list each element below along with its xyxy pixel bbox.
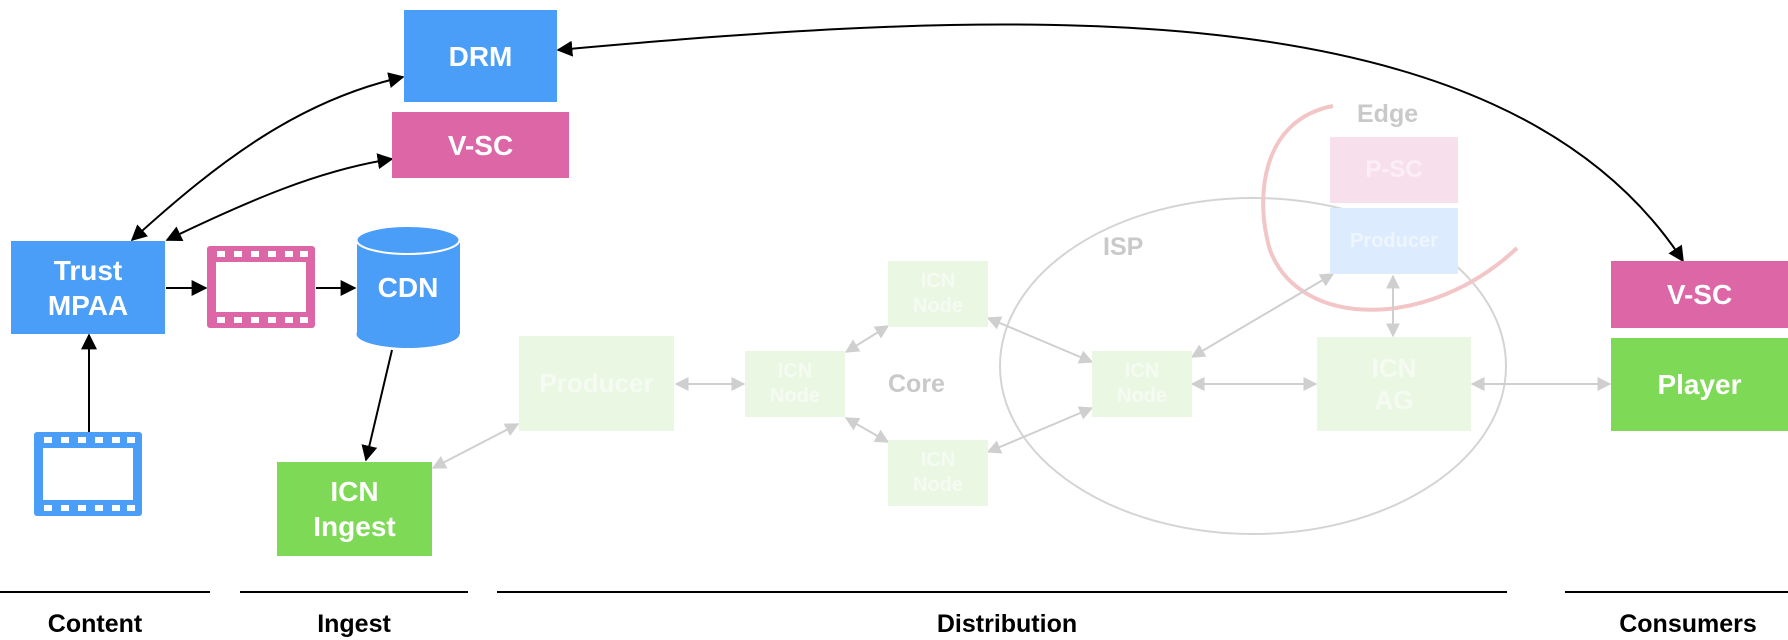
arrow-trust-vsc — [165, 153, 394, 241]
psc-faint-box: P-SC — [1330, 137, 1458, 203]
icn-node-top-box: ICN Node — [888, 261, 988, 327]
arrow-top-isp — [986, 316, 1094, 364]
icn-node-isp-label: ICN Node — [1117, 360, 1167, 407]
arrow-cdn-ingest — [361, 349, 393, 462]
arrow-trust-drm — [130, 72, 405, 242]
producer-edge-faint-box: Producer — [1330, 208, 1458, 274]
vsc-consumer-box[interactable]: V-SC — [1611, 261, 1788, 328]
icn-node-left-box: ICN Node — [745, 351, 845, 417]
psc-faint-label: P-SC — [1365, 156, 1423, 183]
player-label: Player — [1657, 369, 1742, 400]
drm-box[interactable]: DRM — [404, 10, 557, 102]
icn-ingest-label: ICN Ingest — [313, 476, 396, 542]
icn-node-bottom-label: ICN Node — [913, 449, 963, 496]
drm-label: DRM — [448, 40, 513, 72]
icn-node-bottom-box: ICN Node — [888, 440, 988, 506]
edge-label: Edge — [1357, 100, 1419, 128]
core-label: Core — [888, 370, 945, 398]
player-box[interactable]: Player — [1611, 338, 1788, 431]
section-line-distribution — [497, 591, 1507, 593]
section-label-content: Content — [47, 610, 143, 638]
arrow-icnnode-bottom — [844, 417, 890, 443]
section-line-content — [0, 591, 210, 593]
icn-node-isp-box: ICN Node — [1092, 351, 1192, 417]
producer-edge-faint-label: Producer — [1350, 229, 1438, 252]
vsc-consumer-label: V-SC — [1666, 279, 1733, 310]
icn-ag-box: ICN AG — [1317, 337, 1471, 431]
vsc-top-label: V-SC — [447, 129, 514, 161]
arrow-bottom-isp — [986, 406, 1094, 454]
section-label-ingest: Ingest — [317, 610, 391, 638]
icn-ingest-box[interactable]: ICN Ingest — [277, 462, 432, 556]
trust-mpaa-label: Trust MPAA — [47, 254, 129, 321]
arrow-ingest-producer — [431, 423, 520, 469]
trust-mpaa-box[interactable]: Trust MPAA — [11, 241, 165, 334]
isp-label: ISP — [1103, 233, 1144, 261]
vsc-top-box[interactable]: V-SC — [392, 112, 569, 178]
arrow-isp-producer — [1190, 273, 1335, 358]
icn-ag-label: ICN AG — [1371, 352, 1417, 416]
film-icon-blue — [34, 432, 142, 516]
producer-faint-label: Producer — [539, 368, 654, 399]
cdn-label: CDN — [378, 272, 439, 303]
icn-node-left-label: ICN Node — [770, 360, 820, 407]
producer-faint-box: Producer — [519, 336, 674, 431]
icn-node-top-label: ICN Node — [913, 270, 963, 317]
section-label-consumers: Consumers — [1619, 610, 1757, 638]
section-label-distribution: Distribution — [936, 610, 1078, 638]
film-icon-pink — [207, 246, 315, 328]
section-line-ingest — [240, 591, 468, 593]
section-line-consumers — [1565, 591, 1788, 593]
arrow-drm-consumer — [556, 23, 1684, 263]
cdn-cylinder — [355, 225, 461, 348]
arrow-icnnode-top — [844, 325, 890, 353]
